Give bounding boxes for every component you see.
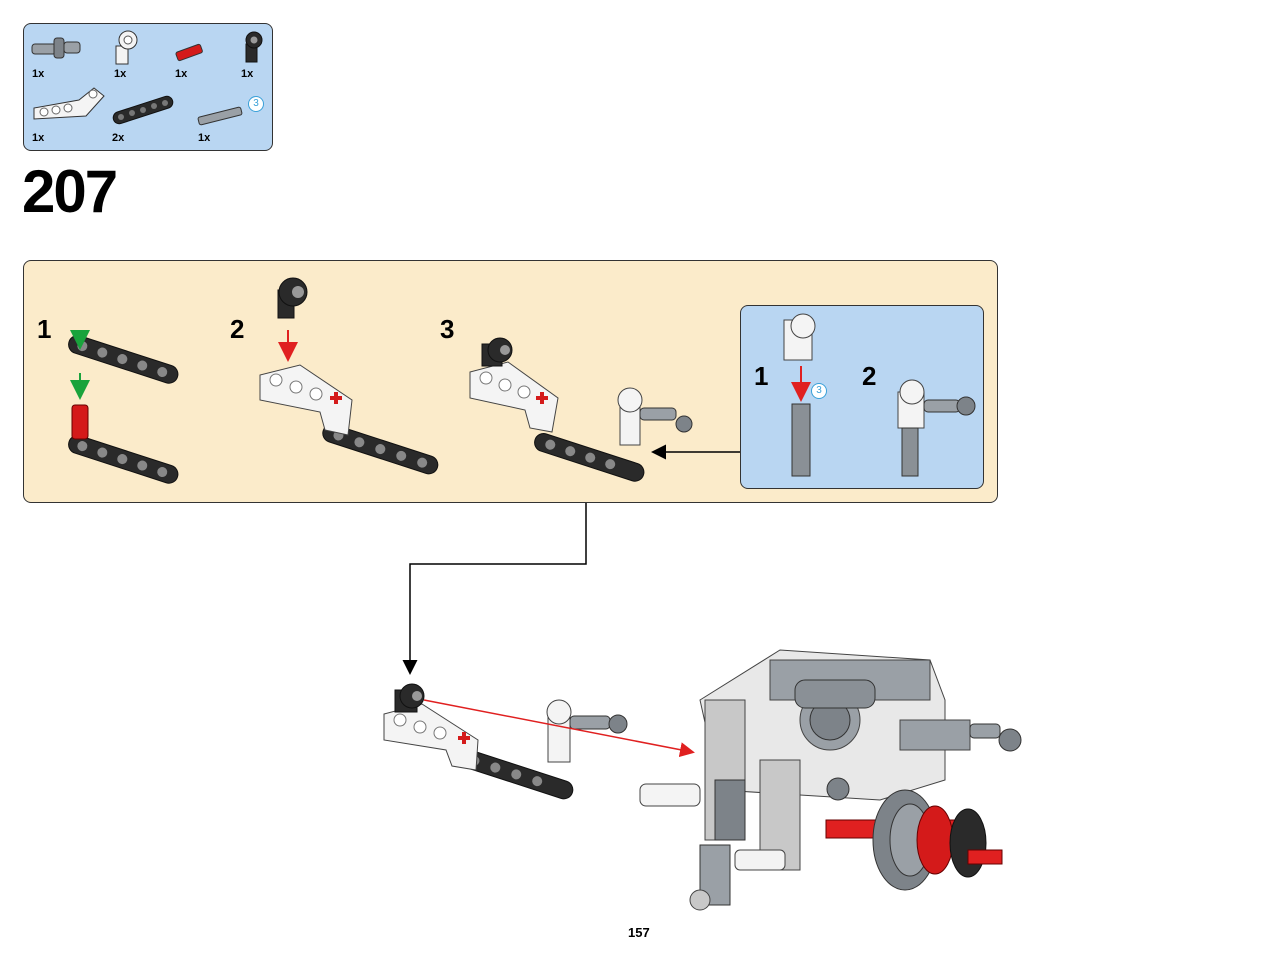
- subassembly-being-attached: [383, 683, 695, 800]
- part-qty: 1x: [175, 68, 188, 80]
- substep-3-illustration: [469, 337, 693, 482]
- axle-length-badge: 3: [248, 96, 264, 112]
- substep-number: 3: [440, 314, 455, 344]
- substep-number: 2: [230, 314, 245, 344]
- parts-list-panel: 1x 1x 1x 1x 1x 2x 1x 3: [23, 23, 273, 151]
- callout-illustrations: [783, 313, 976, 477]
- axle-length-badge: 3: [811, 383, 827, 399]
- part-qty: 1x: [32, 132, 45, 144]
- parts-list-illustrations: [31, 30, 263, 126]
- callout-substep-number: 1: [754, 361, 769, 391]
- black-angle-connector-part-icon: [245, 31, 263, 63]
- black-beam-part-icon: [112, 95, 174, 125]
- substep-number: 1: [37, 314, 52, 344]
- substep-1-illustration: [68, 330, 179, 484]
- white-bent-beam-part-icon: [33, 87, 105, 120]
- part-qty: 1x: [114, 68, 127, 80]
- part-qty: 1x: [32, 68, 45, 80]
- axle-pin-part-icon: [31, 37, 81, 59]
- part-qty: 1x: [198, 132, 211, 144]
- page-number: 157: [628, 925, 650, 940]
- subassembly-connector-arrow: [402, 503, 587, 675]
- substep-2-illustration: [259, 277, 439, 475]
- grey-axle-part-icon: [197, 106, 243, 126]
- white-angle-connector-part-icon: [115, 30, 138, 65]
- red-axle-part-icon: [175, 43, 203, 62]
- main-model-illustration: [639, 649, 1022, 911]
- step-number: 207: [22, 158, 118, 225]
- nested-subassembly-panel: [740, 305, 984, 489]
- part-qty: 2x: [112, 132, 125, 144]
- part-qty: 1x: [241, 68, 254, 80]
- callout-substep-number: 2: [862, 361, 877, 391]
